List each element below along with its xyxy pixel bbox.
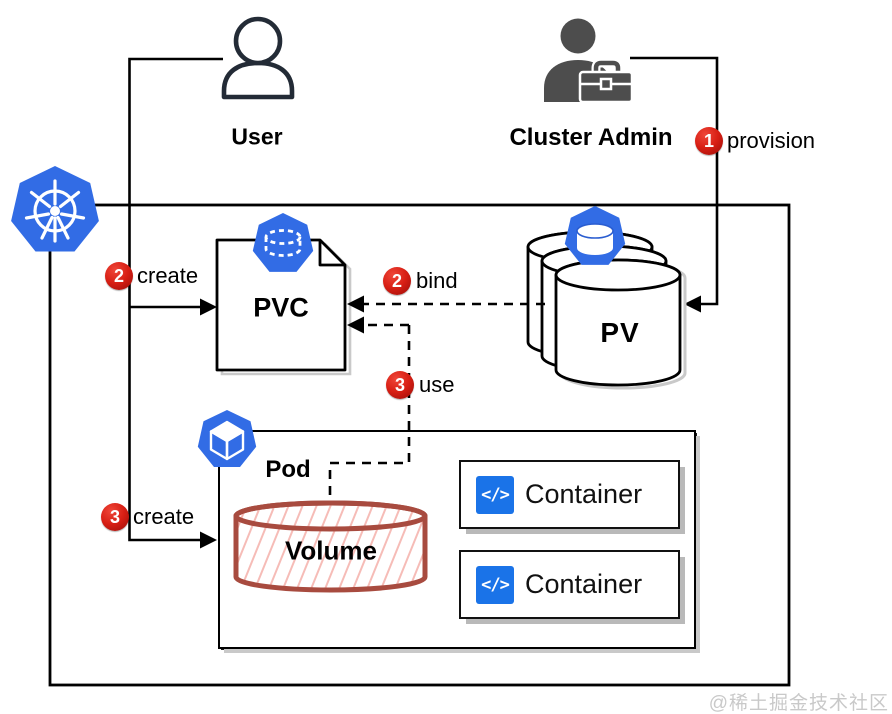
user-icon bbox=[221, 16, 295, 100]
cluster-admin-icon bbox=[544, 18, 634, 104]
step-badge-create-pvc: 2 bbox=[105, 262, 133, 290]
create-pvc-arrowhead bbox=[200, 298, 217, 316]
step-label-use: use bbox=[419, 372, 455, 397]
kubernetes-logo-icon bbox=[11, 166, 99, 252]
step-badge-create-pod: 3 bbox=[101, 503, 129, 531]
step-label-bind: bind bbox=[416, 268, 458, 293]
toolbox bbox=[578, 58, 634, 104]
pv-icon bbox=[564, 206, 626, 265]
pod-icon bbox=[197, 410, 257, 467]
provision-arrowhead bbox=[684, 295, 701, 313]
create-pod-arrowhead bbox=[200, 531, 217, 549]
code-icon: </> bbox=[476, 565, 514, 604]
container-2-label: Container bbox=[525, 569, 643, 599]
cluster-admin-label: Cluster Admin bbox=[509, 124, 673, 151]
user-label: User bbox=[231, 123, 283, 150]
pod-label: Pod bbox=[265, 456, 311, 483]
container-1-label: Container bbox=[525, 479, 643, 509]
step-badge-bind: 2 bbox=[383, 267, 411, 295]
code-icon-glyph: </> bbox=[481, 484, 510, 505]
container-box-2: </> Container bbox=[459, 550, 680, 619]
pv-label: PV bbox=[600, 317, 640, 348]
provision-line bbox=[630, 56, 719, 306]
pvc-label: PVC bbox=[253, 292, 309, 323]
step-badge-provision: 1 bbox=[695, 127, 723, 155]
step-badge-use: 3 bbox=[386, 371, 414, 399]
watermark: @稀土掘金技术社区 bbox=[708, 693, 889, 714]
code-icon-glyph: </> bbox=[481, 574, 510, 595]
container-box-1: </> Container bbox=[459, 460, 680, 529]
step-label-create-pvc: create bbox=[137, 263, 199, 288]
step-label-create-pod: create bbox=[133, 504, 195, 529]
code-icon: </> bbox=[476, 475, 514, 514]
helm-wheel bbox=[24, 179, 86, 243]
volume-label: Volume bbox=[285, 535, 377, 566]
use-arrowhead bbox=[347, 316, 364, 334]
bind-arrowhead bbox=[347, 295, 364, 313]
step-label-provision: provision bbox=[727, 128, 816, 153]
pvc-icon bbox=[252, 213, 314, 272]
